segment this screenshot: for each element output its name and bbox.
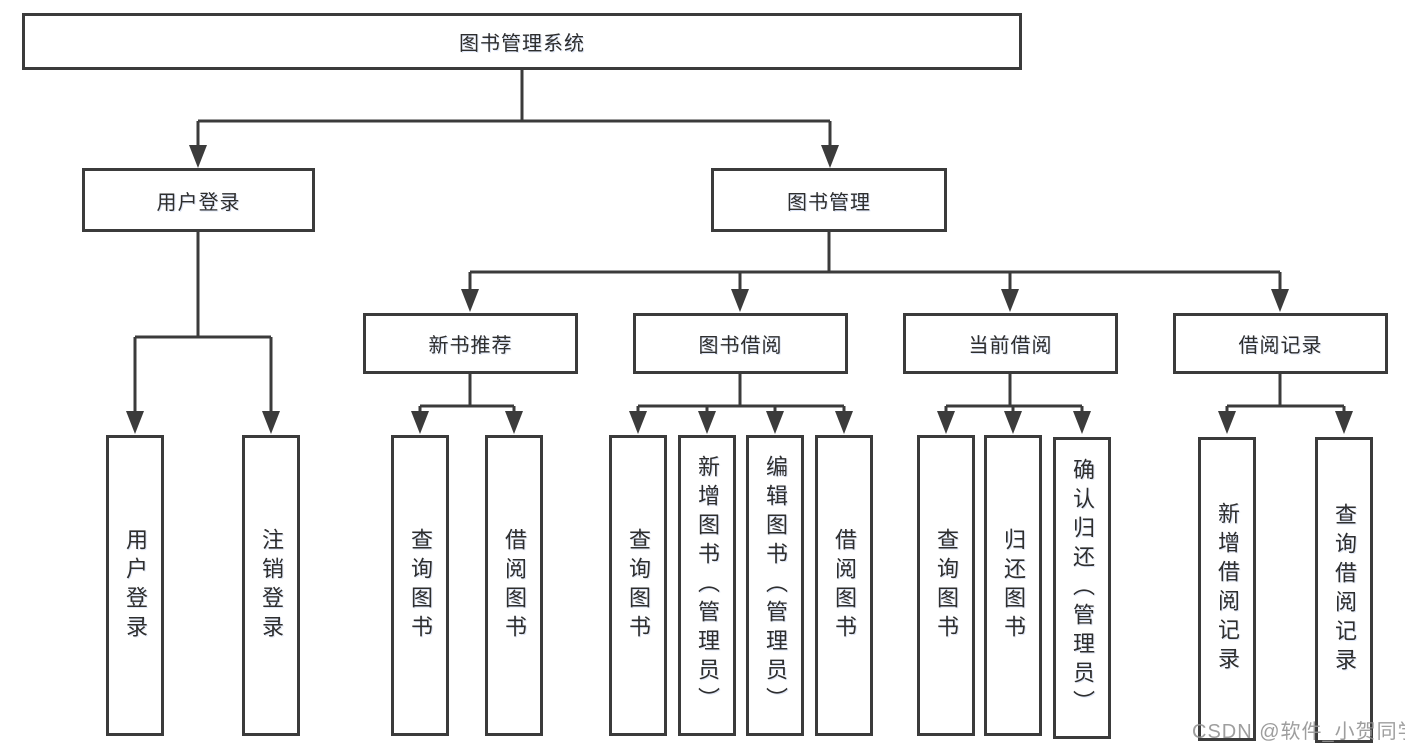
connector-bookborrow-to-children	[636, 374, 846, 416]
node-bb-add-books-admin: 新增图书（管理员）	[678, 435, 736, 736]
node-logout-label: 注销登录	[259, 527, 284, 644]
node-br-query-record-label: 查询借阅记录	[1332, 503, 1357, 677]
node-login-label: 用户登录	[123, 527, 148, 644]
connector-borrowrecords-to-children	[1225, 374, 1346, 416]
node-nb-borrow-books: 借阅图书	[485, 435, 543, 736]
node-book-management-label: 图书管理	[787, 191, 871, 214]
node-nb-query-books-label: 查询图书	[408, 527, 433, 644]
node-new-book-recommend: 新书推荐	[363, 313, 578, 374]
node-bb-borrow-books-label: 借阅图书	[832, 527, 857, 644]
node-user-login: 用户登录	[82, 168, 315, 232]
node-bb-add-books-admin-label: 新增图书（管理员）	[695, 455, 720, 716]
csdn-watermark: CSDN @软件_小贺同学	[1192, 721, 1405, 743]
node-book-borrowing: 图书借阅	[633, 313, 848, 374]
node-cb-confirm-return-admin-label: 确认归还（管理员）	[1070, 457, 1095, 719]
node-book-management: 图书管理	[711, 168, 947, 232]
connector-currentborrow-to-children	[944, 374, 1084, 416]
node-br-query-record: 查询借阅记录	[1315, 437, 1373, 743]
connector-bookmgmt-to-level3	[468, 232, 1282, 292]
node-nb-borrow-books-label: 借阅图书	[502, 527, 527, 644]
node-bb-edit-books-admin: 编辑图书（管理员）	[746, 435, 804, 736]
node-login: 用户登录	[106, 435, 164, 736]
connector-root-to-level2	[196, 70, 832, 148]
node-nb-query-books: 查询图书	[391, 435, 449, 736]
connector-newbook-to-children	[418, 374, 516, 416]
node-cb-return-books: 归还图书	[984, 435, 1042, 736]
node-new-book-recommend-label: 新书推荐	[428, 335, 513, 357]
node-logout: 注销登录	[242, 435, 300, 736]
node-root: 图书管理系统	[22, 13, 1022, 70]
arrowheads	[126, 145, 1353, 434]
node-book-borrowing-label: 图书借阅	[698, 335, 783, 357]
node-bb-edit-books-admin-label: 编辑图书（管理员）	[763, 455, 788, 716]
connector-userlogin-to-children	[133, 232, 273, 414]
node-bb-query-books: 查询图书	[609, 435, 667, 736]
node-root-label: 图书管理系统	[459, 33, 585, 55]
node-br-add-record-label: 新增借阅记录	[1215, 502, 1240, 676]
node-cb-return-books-label: 归还图书	[1001, 527, 1026, 644]
node-borrowing-records: 借阅记录	[1173, 313, 1388, 374]
node-cb-query-books-label: 查询图书	[934, 527, 959, 644]
node-user-login-label: 用户登录	[156, 191, 241, 214]
node-br-add-record: 新增借阅记录	[1198, 437, 1256, 741]
node-borrowing-records-label: 借阅记录	[1238, 335, 1323, 357]
node-cb-confirm-return-admin: 确认归还（管理员）	[1053, 437, 1111, 739]
node-bb-borrow-books: 借阅图书	[815, 435, 873, 736]
node-bb-query-books-label: 查询图书	[626, 527, 651, 644]
node-current-borrowing-label: 当前借阅	[968, 335, 1053, 357]
node-cb-query-books: 查询图书	[917, 435, 975, 736]
node-current-borrowing: 当前借阅	[903, 313, 1118, 374]
